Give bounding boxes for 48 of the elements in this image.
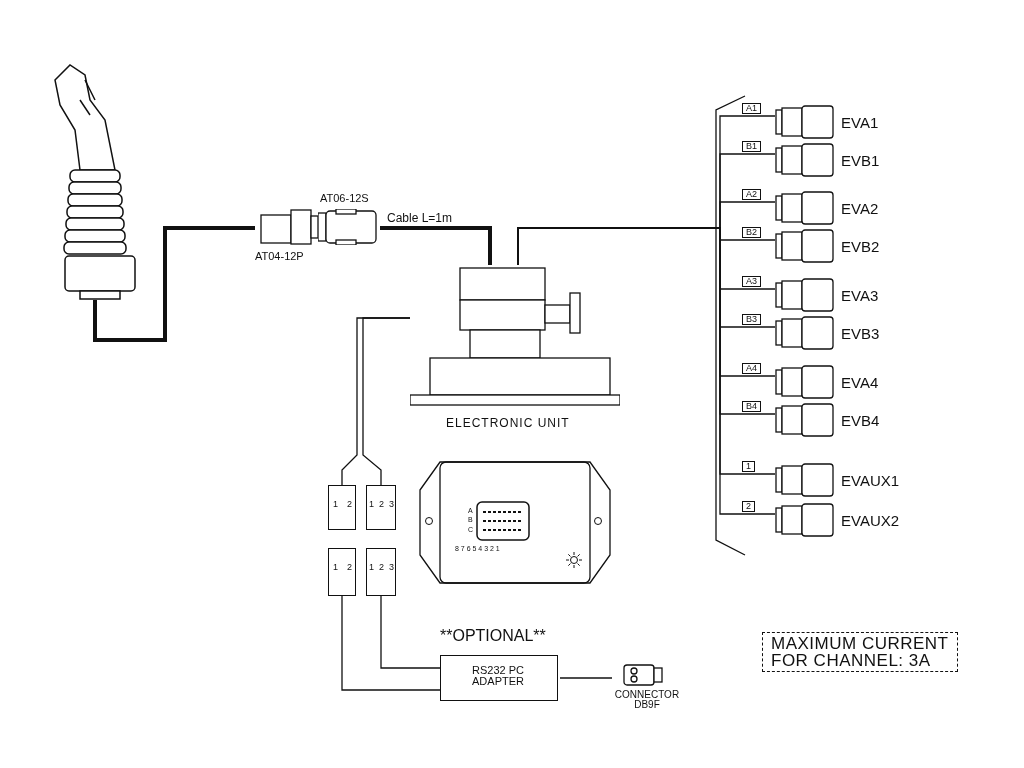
pin-number: 1 [369, 500, 374, 509]
cable [362, 317, 411, 486]
adapter-label: RS232 PC ADAPTER [471, 665, 525, 687]
wire-tag: B1 [742, 141, 761, 152]
wire-tag: A2 [742, 189, 761, 200]
cable [380, 226, 492, 265]
connector-label: AT06-12S [320, 193, 369, 204]
pin-number: 3 [389, 500, 394, 509]
valve-label: EVA4 [841, 375, 879, 390]
note-text: **OPTIONAL** [440, 628, 546, 644]
plug-connector [366, 485, 396, 530]
valve-label: EVA3 [841, 288, 879, 303]
pin-number: 2 [347, 500, 352, 509]
cable [341, 595, 441, 691]
plug-connector [328, 485, 356, 530]
cable [559, 677, 613, 679]
edge-label: Cable L=1m [385, 212, 455, 224]
cable [93, 226, 255, 342]
connector-label: CONNECTOR DB9F [613, 690, 681, 710]
wire-tag: 1 [742, 461, 755, 472]
cable [380, 595, 441, 669]
wire-tag: B3 [742, 314, 761, 325]
plug-connector [328, 548, 356, 596]
connector-label: AT04-12P [255, 251, 304, 262]
wire-tag: A4 [742, 363, 761, 374]
note-text: MAXIMUM CURRENT FOR CHANNEL: 3A [762, 632, 958, 672]
valve-label: EVB4 [841, 413, 880, 428]
pin-number: 2 [347, 563, 352, 572]
wire-tag: A1 [742, 103, 761, 114]
plug-connector [366, 548, 396, 596]
valve-label: EVA2 [841, 201, 879, 216]
pin-number: 3 [389, 563, 394, 572]
valve-label: EVB1 [841, 153, 880, 168]
wire-tag: 2 [742, 501, 755, 512]
pin-number: 1 [333, 500, 338, 509]
pin-number: 2 [379, 563, 384, 572]
valve-label: EVAUX1 [841, 473, 900, 488]
pin-number: 2 [379, 500, 384, 509]
valve-label: EVB2 [841, 239, 880, 254]
pin-number: 1 [369, 563, 374, 572]
wire-tag: B2 [742, 227, 761, 238]
wire-tag: B4 [742, 401, 761, 412]
unit-label: ELECTRONIC UNIT [446, 417, 570, 429]
valve-label: EVB3 [841, 326, 880, 341]
wire-tag: A3 [742, 276, 761, 287]
pin-number: 1 [333, 563, 338, 572]
valve-label: EVA1 [841, 115, 879, 130]
valve-label: EVAUX2 [841, 513, 900, 528]
